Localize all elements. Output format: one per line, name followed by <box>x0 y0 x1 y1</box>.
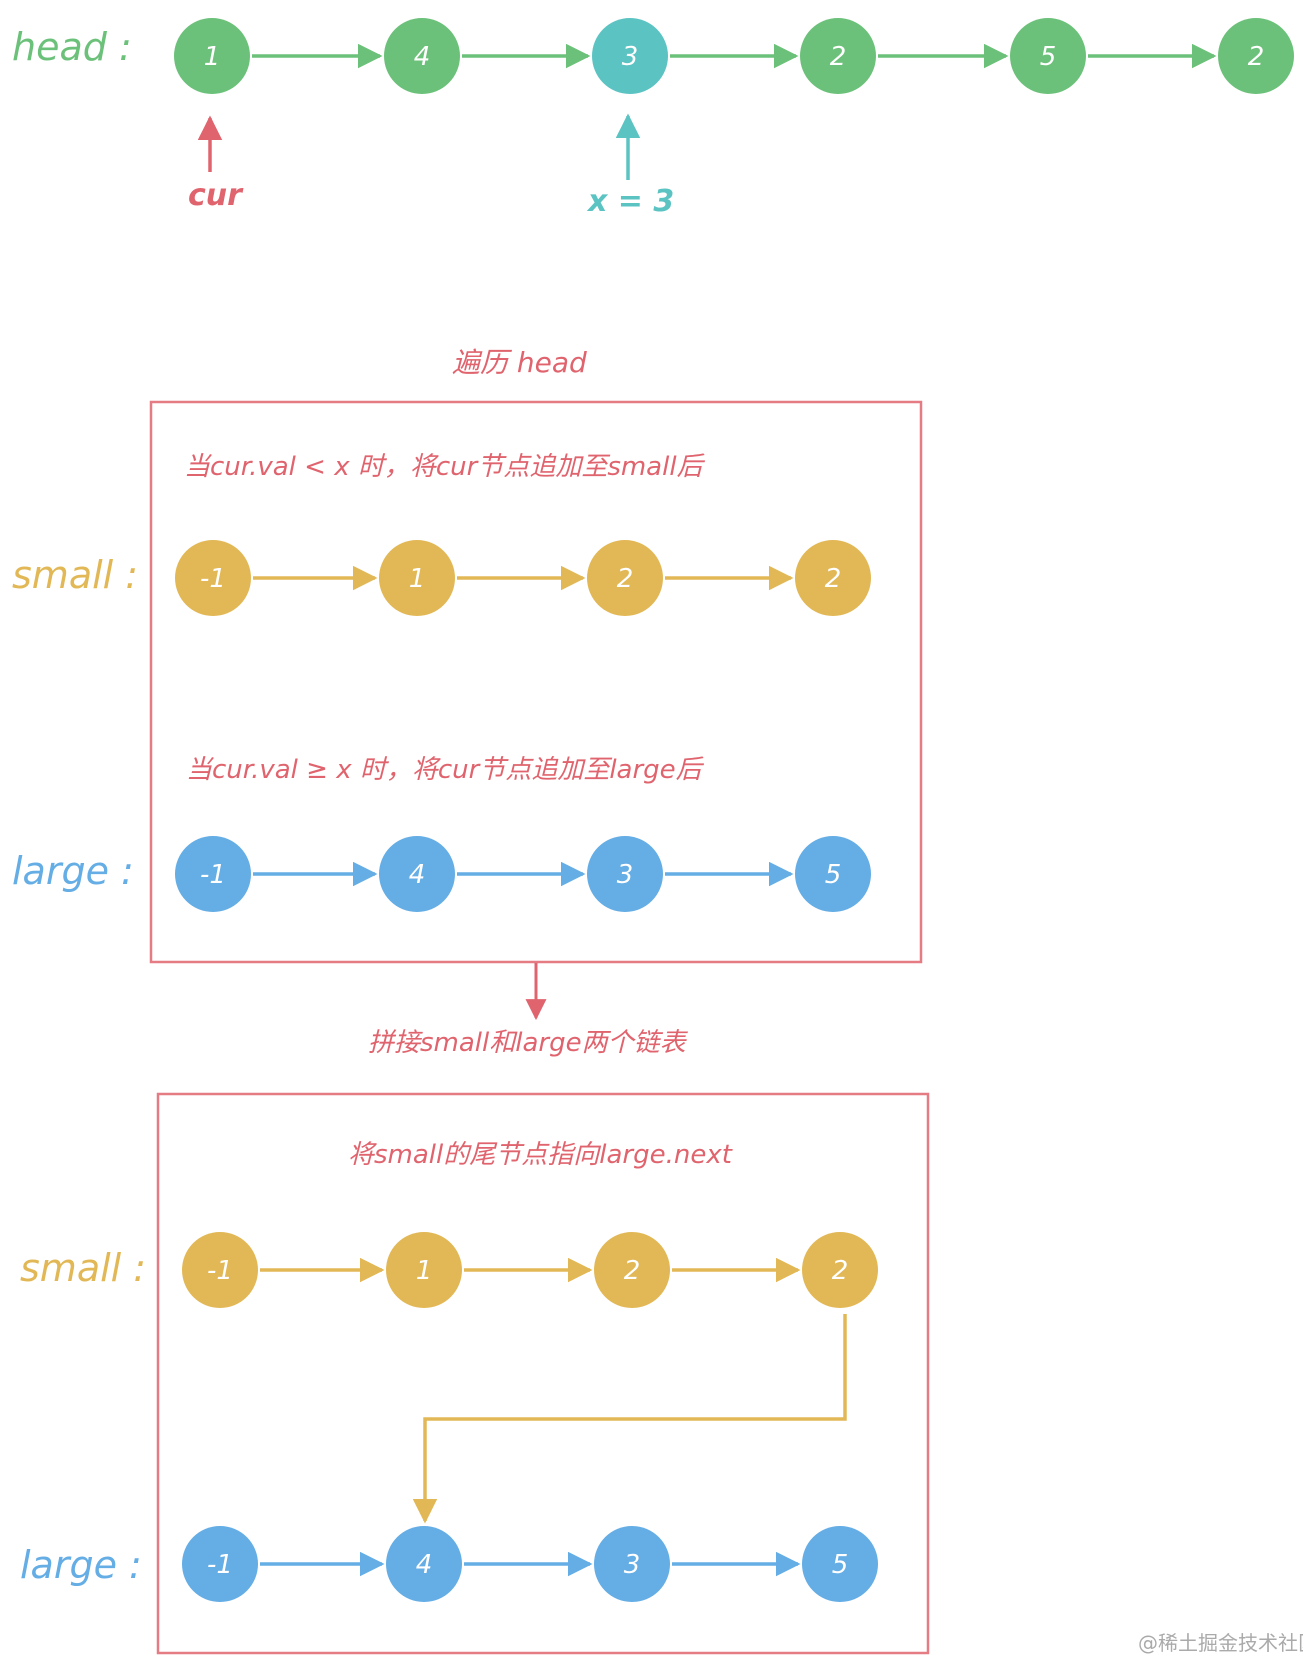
node-circle <box>587 836 663 912</box>
node-circle <box>802 1526 878 1602</box>
step2-large-label: large : <box>20 1543 142 1587</box>
node-circle <box>386 1526 462 1602</box>
step1-large-label: large : <box>12 849 134 893</box>
node-value: 5 <box>825 860 842 890</box>
node-circle <box>800 18 876 94</box>
list-node: -1 <box>175 836 251 912</box>
node-circle <box>182 1526 258 1602</box>
node-circle <box>594 1526 670 1602</box>
node-value: -1 <box>200 564 226 594</box>
step2-box <box>156 1092 930 1655</box>
node-circle <box>379 836 455 912</box>
node-circle <box>592 18 668 94</box>
step2-small-list: -1 1 2 2 <box>182 1232 878 1308</box>
list-node: 5 <box>802 1526 878 1602</box>
node-value: 2 <box>830 42 847 72</box>
node-circle <box>384 18 460 94</box>
node-value: 4 <box>416 1550 433 1580</box>
node-circle <box>594 1232 670 1308</box>
small-condition-text: 当cur.val < x 时，将cur节点追加至small后 <box>184 452 706 482</box>
step1-large-list: -1 4 3 5 <box>175 836 871 912</box>
node-circle <box>182 1232 258 1308</box>
node-value: 2 <box>1248 42 1265 72</box>
node-value: 3 <box>617 860 634 890</box>
head-section: head : 1 4 3 2 5 2 cur x = 3 <box>12 18 1294 219</box>
node-value: 5 <box>832 1550 849 1580</box>
list-node: 2 <box>1218 18 1294 94</box>
node-value: 2 <box>617 564 634 594</box>
node-value: 4 <box>409 860 426 890</box>
list-node: 1 <box>174 18 250 94</box>
node-value: 3 <box>624 1550 641 1580</box>
node-circle <box>802 1232 878 1308</box>
step2-small-label: small : <box>20 1246 146 1290</box>
list-node: 1 <box>386 1232 462 1308</box>
step1-small-list: -1 1 2 2 <box>175 540 871 616</box>
list-node: -1 <box>182 1526 258 1602</box>
node-circle <box>1010 18 1086 94</box>
step1-title: 遍历 head <box>452 346 587 379</box>
node-value: 3 <box>622 42 639 72</box>
node-value: -1 <box>200 860 226 890</box>
list-node: -1 <box>175 540 251 616</box>
node-value: 2 <box>825 564 842 594</box>
node-value: 2 <box>624 1256 641 1286</box>
node-circle <box>175 540 251 616</box>
list-node: 3 <box>592 18 668 94</box>
node-value: -1 <box>207 1550 233 1580</box>
list-node: 3 <box>587 836 663 912</box>
head-list: 1 4 3 2 5 2 <box>174 18 1294 94</box>
step2-section: 将small的尾节点指向large.next small : -1 1 2 2 lar… <box>20 1092 930 1655</box>
node-circle <box>795 540 871 616</box>
node-circle <box>386 1232 462 1308</box>
node-circle <box>587 540 663 616</box>
step2-caption: 将small的尾节点指向large.next <box>348 1140 733 1170</box>
node-value: 1 <box>204 42 221 72</box>
cur-pointer-label: cur <box>188 178 244 213</box>
list-node: 4 <box>379 836 455 912</box>
list-node: 4 <box>386 1526 462 1602</box>
list-node: 2 <box>802 1232 878 1308</box>
step1-small-label: small : <box>12 553 138 597</box>
list-node: 2 <box>795 540 871 616</box>
node-circle <box>795 836 871 912</box>
node-value: 4 <box>414 42 431 72</box>
node-circle <box>1218 18 1294 94</box>
node-value: 1 <box>409 564 426 594</box>
x-pointer-label: x = 3 <box>586 184 674 219</box>
node-value: 1 <box>416 1256 433 1286</box>
node-circle <box>174 18 250 94</box>
list-node: 5 <box>1010 18 1086 94</box>
node-value: -1 <box>207 1256 233 1286</box>
step2-large-list: -1 4 3 5 <box>182 1526 878 1602</box>
connector-label: 拼接small和large两个链表 <box>368 1028 689 1058</box>
connector-section: 拼接small和large两个链表 <box>368 963 689 1058</box>
node-circle <box>175 836 251 912</box>
list-node: 2 <box>587 540 663 616</box>
tail-to-large-next-link <box>412 1314 847 1524</box>
node-circle <box>379 540 455 616</box>
head-label: head : <box>12 25 132 69</box>
watermark: @稀土掘金技术社区 <box>1138 1631 1303 1655</box>
step1-section: 遍历 head 当cur.val < x 时，将cur节点追加至small后 s… <box>12 346 923 964</box>
node-value: 2 <box>832 1256 849 1286</box>
node-value: 5 <box>1040 42 1057 72</box>
list-node: 4 <box>384 18 460 94</box>
list-node: 2 <box>594 1232 670 1308</box>
step1-box <box>149 400 923 964</box>
large-condition-text: 当cur.val ≥ x 时，将cur节点追加至large后 <box>186 755 705 785</box>
list-node: 5 <box>795 836 871 912</box>
list-node: 3 <box>594 1526 670 1602</box>
list-node: -1 <box>182 1232 258 1308</box>
list-node: 1 <box>379 540 455 616</box>
list-node: 2 <box>800 18 876 94</box>
